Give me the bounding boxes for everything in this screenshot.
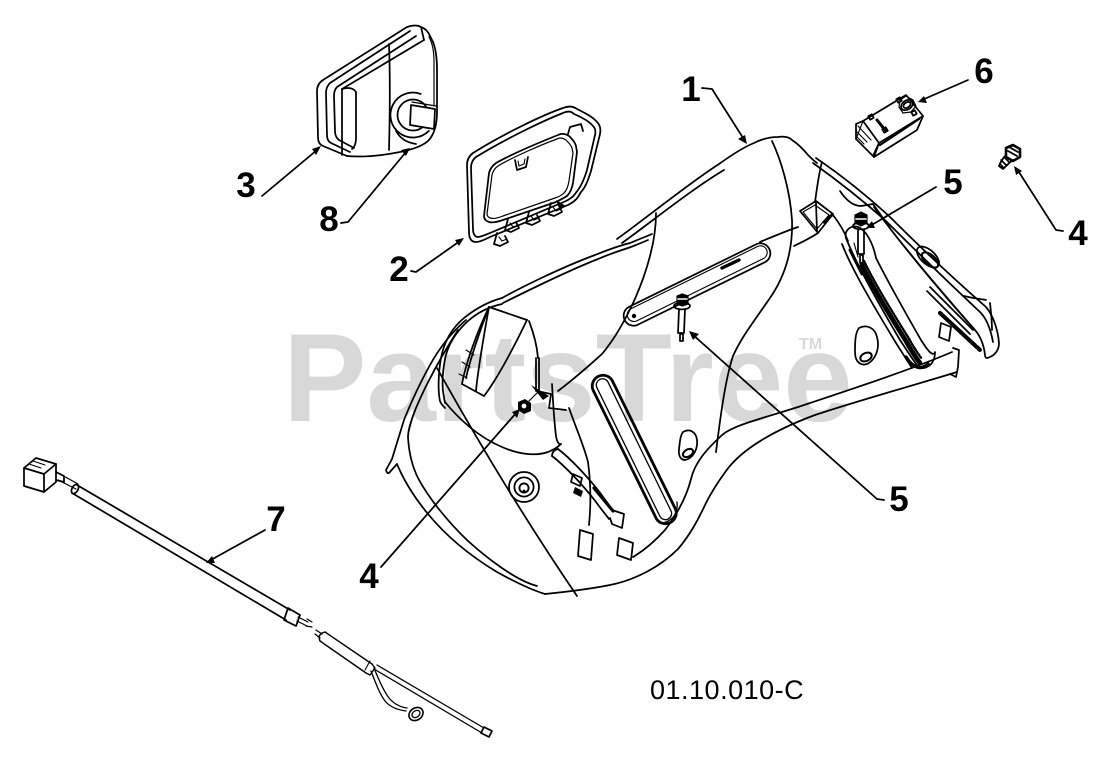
- svg-text:PartsTree: PartsTree: [283, 309, 853, 448]
- svg-text:5: 5: [943, 163, 962, 202]
- svg-text:8: 8: [319, 200, 338, 239]
- svg-text:6: 6: [974, 52, 993, 91]
- svg-text:TM: TM: [799, 336, 822, 353]
- svg-text:5: 5: [889, 480, 908, 519]
- svg-text:3: 3: [236, 166, 255, 205]
- svg-text:1: 1: [681, 70, 700, 109]
- svg-text:7: 7: [266, 500, 285, 539]
- svg-text:2: 2: [389, 250, 408, 289]
- svg-text:4: 4: [1068, 214, 1088, 253]
- svg-text:01.10.010-C: 01.10.010-C: [650, 675, 804, 705]
- svg-text:4: 4: [359, 557, 379, 596]
